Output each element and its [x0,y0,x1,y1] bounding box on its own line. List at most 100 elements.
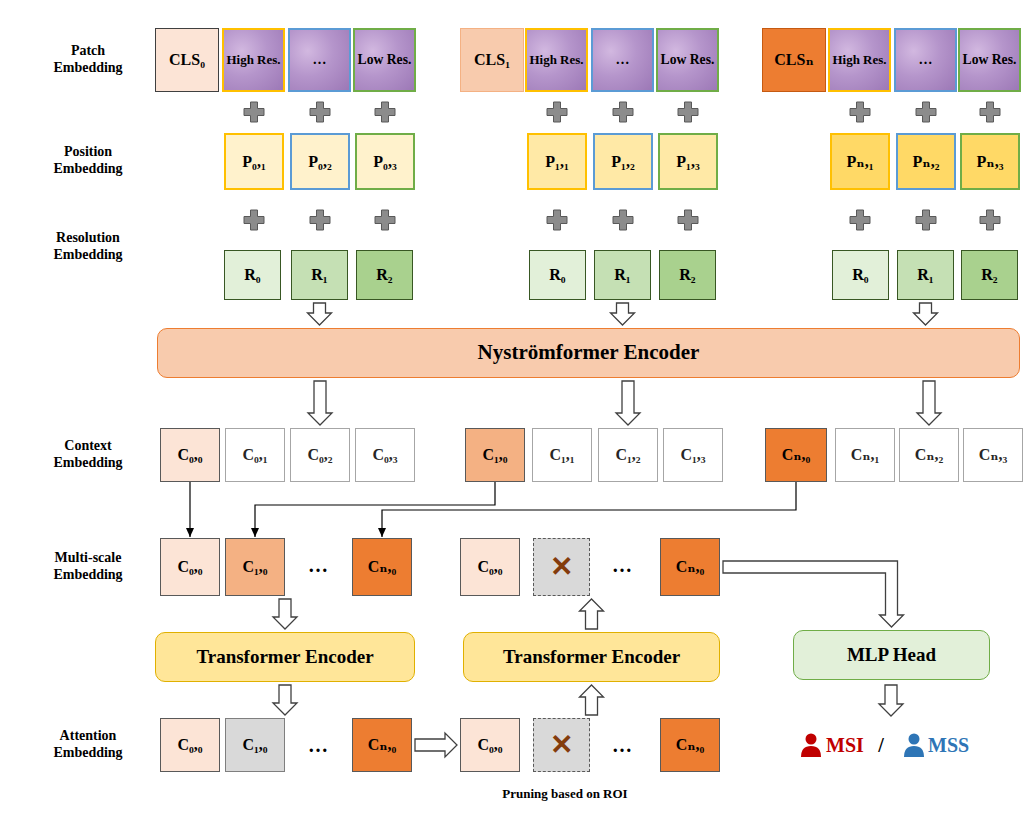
context-box: Cₙ,₃ [963,428,1023,482]
patch-tile: Low Res. [958,28,1021,92]
plus-symbol [310,102,330,122]
block-arrow [308,303,332,325]
node-text: CLS₀ [169,51,205,69]
patch-tile: Low Res. [656,28,719,92]
row-label: Attention Embedding [38,728,138,762]
node-text: C₁,₃ [680,446,705,464]
node-text: C₁,₀ [482,446,507,464]
row-label: Patch Embedding [38,43,138,77]
node-text: Low Res. [963,52,1017,67]
node-text: Transformer Encoder [196,647,373,668]
node-text: C₁,₀ [242,558,267,576]
context-box: C₀,₀ [160,428,220,482]
node-text: CLS₁ [474,51,510,69]
block-arrow [308,381,332,425]
position-box: Pₙ,₃ [960,133,1020,190]
node-text: Low Res. [661,52,715,67]
resolution-box: R₀ [224,250,281,300]
position-box: P₁,₂ [593,133,653,190]
node-text: R₀ [244,266,260,284]
position-box: P₀,₁ [224,133,284,190]
node-text: MLP Head [847,645,936,666]
block-arrow [415,733,457,757]
encoder-block: Transformer Encoder [155,632,415,682]
node-text: Cₙ,₃ [979,446,1008,464]
embedding-box: Cₙ,₀ [352,538,412,596]
node-text: Cₙ,₀ [676,558,705,576]
node-text: Cₙ,₁ [851,446,880,464]
context-box: Cₙ,₁ [835,428,895,482]
node-text: C₀,₃ [372,446,397,464]
node-text: C₀,₂ [307,446,332,464]
node-text: P₀,₂ [308,153,331,171]
node-text: R₁ [614,266,630,284]
node-text: P₀,₃ [373,153,396,171]
context-box: Cₙ,₀ [765,428,827,482]
pruned-box: ✕ [533,718,590,772]
node-text: ✕ [550,552,573,583]
resolution-box: R₀ [832,250,889,300]
patch-tile: High Res. [828,28,891,92]
block-arrow [914,303,938,325]
position-box: Pₙ,₁ [830,133,890,190]
context-box: C₁,₃ [663,428,723,482]
embedding-box: C₀,₀ [460,538,520,596]
cls-token: CLSₙ [762,28,826,92]
block-arrow [917,381,941,425]
patch-tile: … [591,28,654,92]
node-text: R₂ [679,266,695,284]
node-text: Pₙ,₃ [977,153,1004,171]
node-text: C₀,₀ [177,736,202,754]
resolution-box: R₁ [594,250,651,300]
plus-symbol [850,102,870,122]
plus-symbol [916,210,936,230]
plus-symbol [980,210,1000,230]
person-icon [801,734,821,758]
node-text: … [919,52,933,67]
plus-symbol [850,210,870,230]
block-arrow [616,381,640,425]
ellipsis: … [298,733,338,757]
encoder-block: Transformer Encoder [463,632,720,682]
position-box: P₁,₁ [527,133,587,190]
row-label: Resolution Embedding [38,230,138,264]
node-text: ✕ [550,730,573,761]
node-text: R₁ [311,266,327,284]
plus-symbol [547,102,567,122]
node-text: R₀ [852,266,868,284]
node-text: Pₙ,₂ [913,153,940,171]
node-text: C₀,₁ [242,446,267,464]
node-text: C₀,₀ [477,736,502,754]
person-icon [904,734,924,758]
node-text: Cₙ,₀ [782,446,811,464]
node-text: Cₙ,₀ [368,736,397,754]
embedding-box: Cₙ,₀ [660,538,720,596]
block-arrow [273,599,297,629]
context-box: Cₙ,₂ [899,428,959,482]
resolution-box: R₂ [659,250,716,300]
context-box: C₁,₀ [465,428,525,482]
attention-box: C₀,₀ [460,718,520,772]
plus-symbol [916,102,936,122]
plus-symbol [613,210,633,230]
node-text: CLSₙ [774,51,813,69]
plus-symbol [678,102,698,122]
node-text: … [616,52,630,67]
resolution-box: R₂ [961,250,1018,300]
plus-symbol [244,210,264,230]
attention-box: Cₙ,₀ [352,718,412,772]
position-box: P₁,₃ [658,133,718,190]
node-text: Low Res. [358,52,412,67]
context-box: C₀,₃ [355,428,415,482]
block-arrow [580,685,604,715]
node-text: … [313,52,327,67]
node-text: P₁,₃ [676,153,699,171]
node-text: C₁,₀ [242,736,267,754]
ellipsis: … [602,553,642,577]
plus-symbol [980,102,1000,122]
context-box: C₁,₁ [532,428,592,482]
cls-token: CLS₁ [460,28,524,92]
context-box: C₁,₂ [598,428,658,482]
patch-tile: Low Res. [353,28,416,92]
